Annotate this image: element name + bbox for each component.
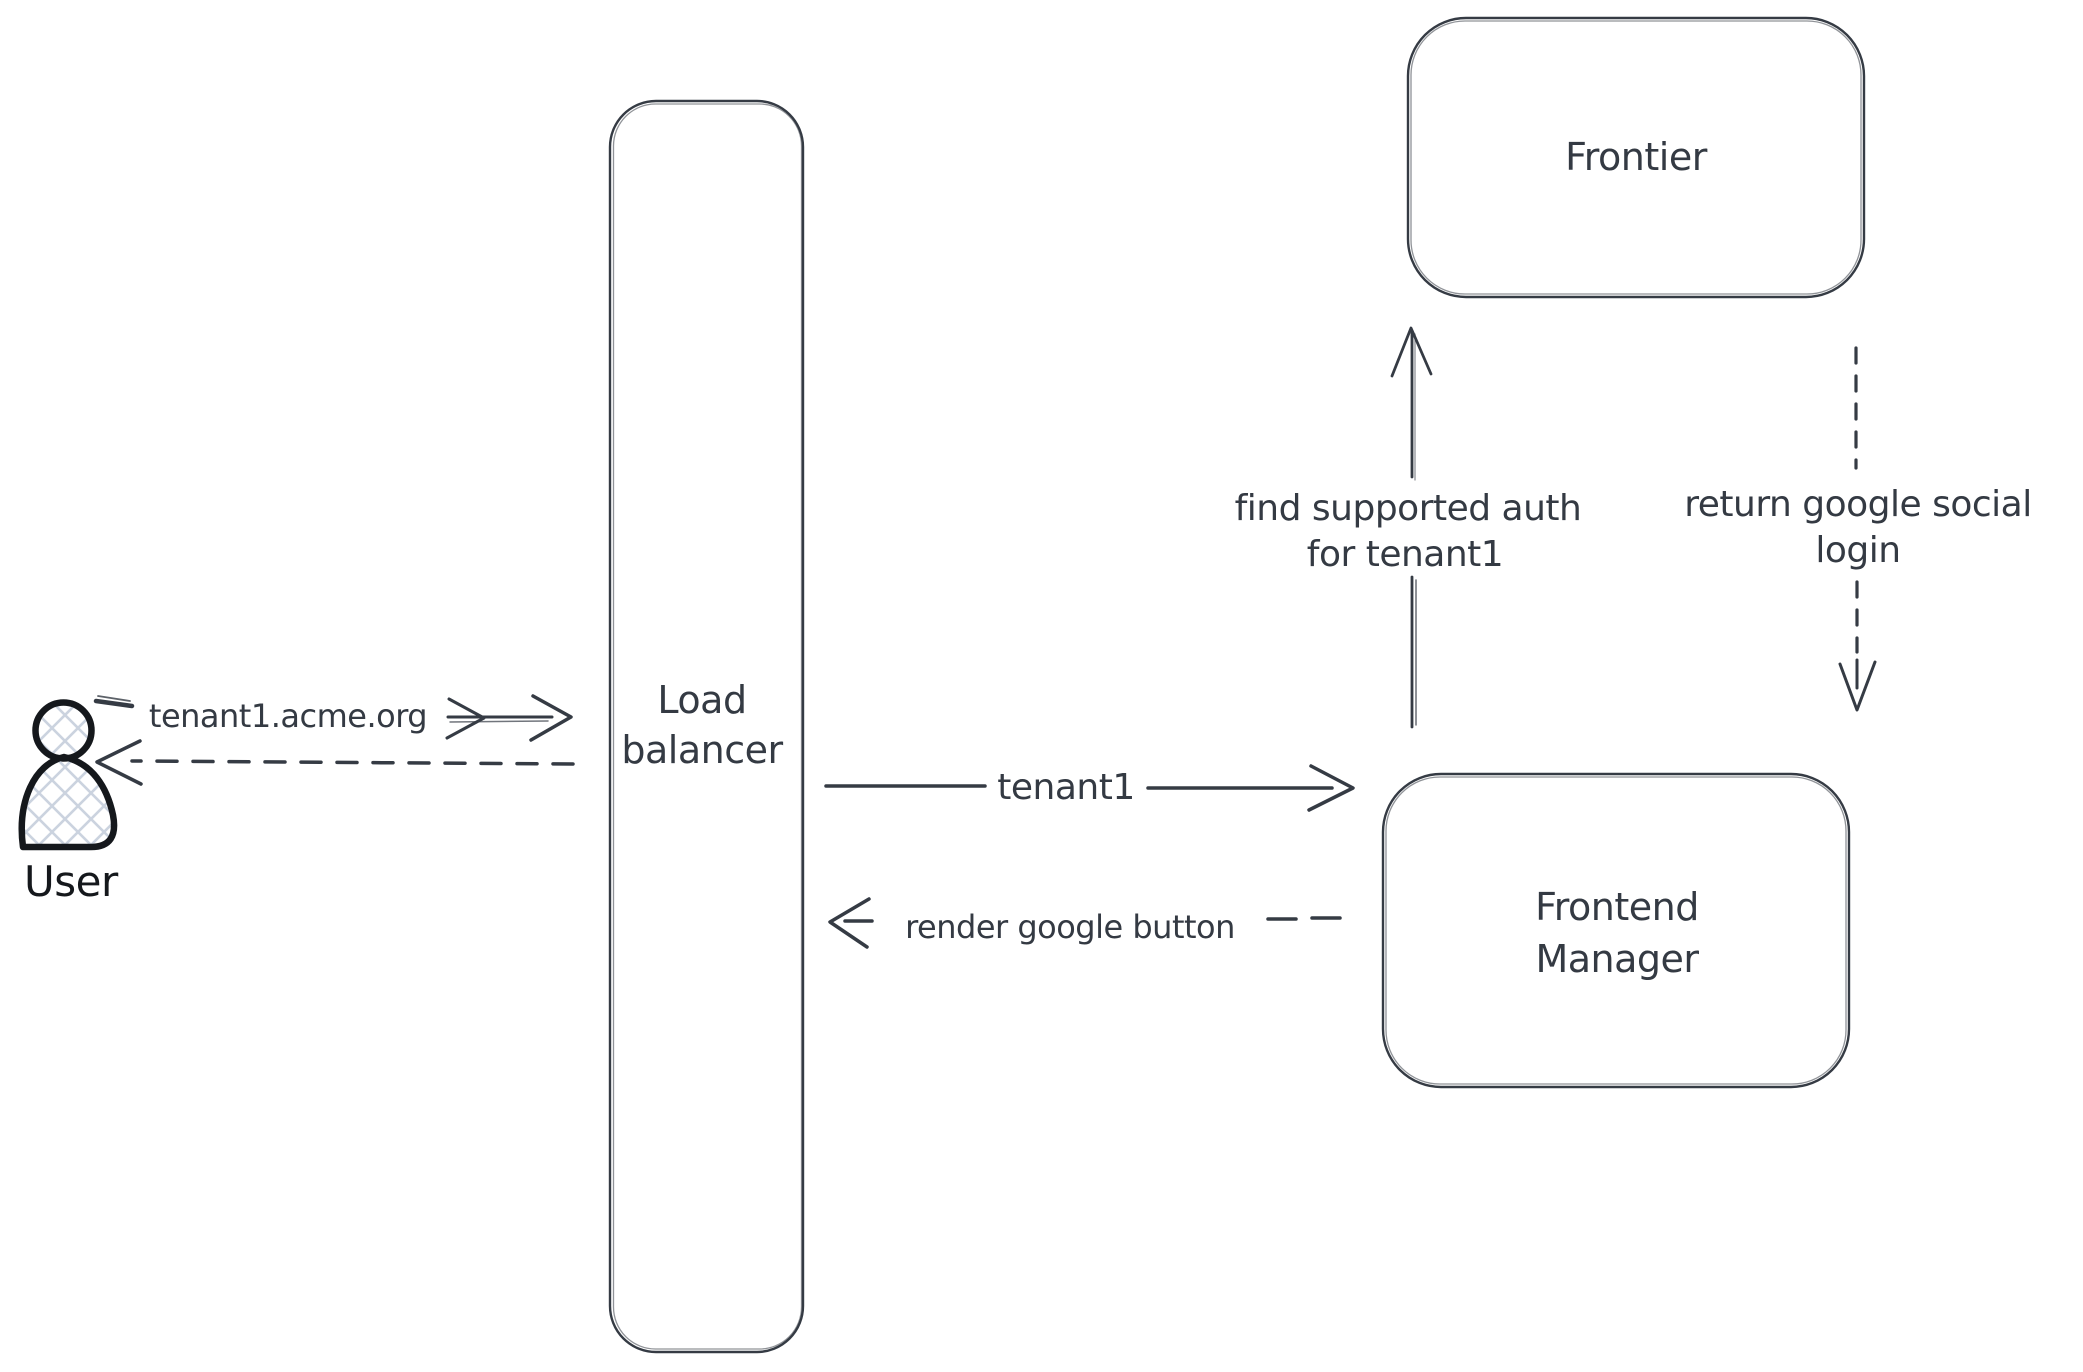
person-icon-body <box>18 753 118 851</box>
arrowhead <box>95 739 143 786</box>
edge-frontend-to-lb[interactable]: render google button <box>828 897 1342 949</box>
arrowhead <box>1307 764 1355 812</box>
edge-frontier-to-frontend-label-line1: return google social <box>1684 484 2032 525</box>
arrow-line-sketch-pass <box>97 695 131 702</box>
arrowhead <box>445 697 486 740</box>
load-balancer-label-line1: Load <box>657 678 746 722</box>
arrow-line-dashed <box>130 759 575 766</box>
frontier-box <box>1406 16 1866 299</box>
frontend-manager-label-line2: Manager <box>1535 937 1699 981</box>
frontier-box-sketch-pass <box>1410 20 1862 295</box>
frontend-manager-box <box>1381 772 1851 1089</box>
load-balancer-box-sketch-pass <box>612 103 803 1350</box>
node-load-balancer[interactable]: Load balancer <box>608 99 805 1354</box>
edge-frontend-to-lb-label: render google button <box>905 908 1235 946</box>
load-balancer-box <box>608 99 805 1354</box>
edge-lb-to-frontend[interactable]: tenant1 <box>824 764 1355 812</box>
frontend-manager-box-sketch-pass <box>1385 776 1847 1085</box>
arrow-line-sketch-pass <box>449 720 549 723</box>
frontend-manager-label-line1: Frontend <box>1535 885 1699 929</box>
arrowhead <box>828 897 871 949</box>
edge-user-request[interactable]: tenant1.acme.org <box>93 694 573 742</box>
edge-frontend-to-frontier-label-line2: for tenant1 <box>1307 534 1503 575</box>
arrow-line <box>93 698 135 709</box>
node-frontend-manager[interactable]: Frontend Manager <box>1381 772 1851 1089</box>
edge-frontend-to-frontier-label-line1: find supported auth <box>1235 488 1582 529</box>
node-user[interactable]: User <box>18 699 119 907</box>
load-balancer-label-line2: balancer <box>621 728 783 772</box>
arrowhead <box>1838 660 1877 712</box>
user-label: User <box>24 857 119 906</box>
edge-user-request-label: tenant1.acme.org <box>149 697 427 735</box>
arrowhead <box>1390 326 1433 378</box>
arrowhead <box>529 694 573 742</box>
frontier-label: Frontier <box>1565 135 1708 179</box>
edge-user-response[interactable] <box>95 739 575 786</box>
edge-frontier-to-frontend[interactable]: return google social login <box>1684 346 2032 712</box>
person-icon <box>32 699 95 762</box>
edge-frontend-to-frontier[interactable]: find supported auth for tenant1 <box>1235 326 1582 729</box>
edge-frontier-to-frontend-label-line2: login <box>1815 530 1900 571</box>
node-frontier[interactable]: Frontier <box>1406 16 1866 299</box>
edge-lb-to-frontend-label: tenant1 <box>997 767 1134 808</box>
